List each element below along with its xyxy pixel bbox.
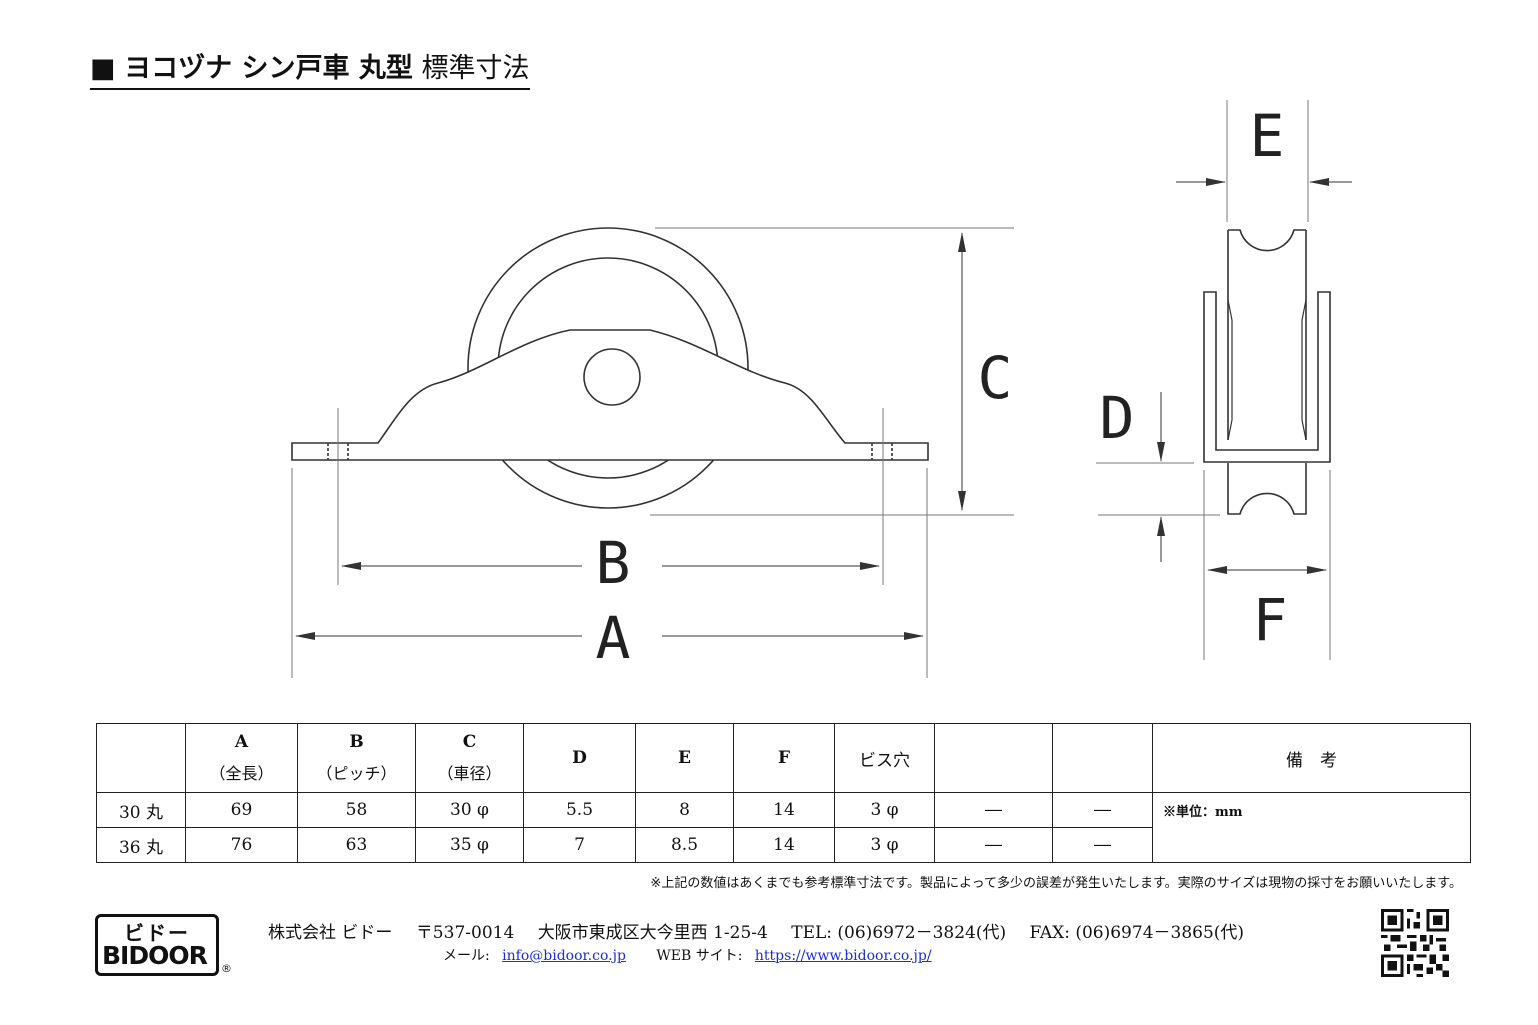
qr-code-icon (1381, 909, 1449, 977)
table-cell: 14 (733, 827, 835, 863)
title-suffix: 標準寸法 (421, 53, 530, 84)
tel: TEL: (06)6972－3824(代) (791, 923, 1007, 943)
table-header-row: A（全長） B（ピッチ） C（車径） D E F ビス穴 備 考 (96, 723, 1471, 793)
website-link[interactable]: https://www.bidoor.co.jp/ (754, 948, 932, 964)
title-marker: ■ (90, 53, 116, 84)
registered-mark: ® (221, 962, 232, 975)
page-title: ■ ヨコヅナ シン戸車 丸型 標準寸法 (90, 52, 530, 90)
front-view (291, 227, 929, 509)
remarks-cell: ※単位：mm (1152, 792, 1471, 863)
table-cell: 7 (523, 827, 636, 863)
table-row: 30 丸 69 58 30 φ 5.5 8 14 3 φ ― ― ※単位：mm (96, 792, 1471, 863)
table-cell: 69 (185, 792, 298, 828)
table-cell: 63 (297, 827, 416, 863)
header-cell: D (523, 723, 636, 793)
disclaimer-text: ※上記の数値はあくまでも参考標準寸法です。製品によって多少の誤差が発生いたします… (650, 876, 1462, 891)
table-cell: 76 (185, 827, 298, 863)
wheel-side-top (1227, 229, 1307, 440)
table-cell: ― (934, 792, 1053, 828)
table-cell: 3 φ (834, 792, 935, 828)
header-cell: ビス穴 (834, 723, 935, 793)
label-c: C (978, 344, 1013, 412)
front-dimensions (291, 227, 1014, 678)
wheel-outer (467, 227, 749, 509)
table-cell: 30 丸 (96, 792, 186, 828)
label-d: D (1100, 384, 1135, 452)
header-cell (934, 723, 1053, 793)
web-label: WEB サイト: (656, 948, 743, 964)
title-product: ヨコヅナ シン戸車 丸型 (124, 53, 413, 84)
label-b: B (596, 529, 631, 597)
table-cell: ― (1052, 827, 1153, 863)
label-f: F (1253, 586, 1288, 654)
header-cell: A（全長） (185, 723, 298, 793)
bracket-side (1203, 291, 1331, 463)
header-cell: E (635, 723, 734, 793)
technical-drawing: B A C D E F (291, 100, 1352, 678)
fax: FAX: (06)6974－3865(代) (1029, 923, 1245, 943)
side-dimensions (1096, 100, 1352, 660)
logo-name: BIDOOR (102, 941, 208, 970)
header-cell: C（車径） (415, 723, 524, 793)
bidoor-logo: ビドー BIDOOR (95, 914, 219, 976)
header-cell-remarks: 備 考 (1152, 723, 1471, 793)
logo-kana: ビドー (124, 921, 190, 945)
postal-code: 〒537-0014 (415, 923, 515, 943)
header-cell (1052, 723, 1153, 793)
label-e: E (1250, 102, 1285, 170)
table-cell: ― (934, 827, 1053, 863)
table-cell: 14 (733, 792, 835, 828)
table-cell: 5.5 (523, 792, 636, 828)
company-name: 株式会社 ビドー (268, 923, 393, 943)
table-cell: 8 (635, 792, 734, 828)
header-cell: F (733, 723, 835, 793)
email-link[interactable]: info@bidoor.co.jp (502, 948, 626, 964)
table-cell: ― (1052, 792, 1153, 828)
wheel-side-bottom (1227, 463, 1307, 515)
table-row: 36 丸 76 63 35 φ 7 8.5 14 3 φ ― ― (96, 827, 1471, 863)
table-cell: 8.5 (635, 827, 734, 863)
table-cell: 58 (297, 792, 416, 828)
address: 大阪市東成区大今里西 1-25-4 (537, 923, 768, 943)
table-cell: 30 φ (415, 792, 524, 828)
label-a: A (596, 604, 631, 672)
company-contact: 株式会社 ビドー 〒537-0014 大阪市東成区大今里西 1-25-4 TEL… (268, 918, 1262, 943)
table-cell: 3 φ (834, 827, 935, 863)
axle-hole (583, 348, 641, 406)
online-contact: メール: info@bidoor.co.jp WEB サイト: https://… (443, 945, 958, 965)
side-view (1203, 229, 1331, 515)
header-cell (96, 723, 186, 793)
table-cell: 35 φ (415, 827, 524, 863)
table-cell: 36 丸 (96, 827, 186, 863)
header-cell: B（ピッチ） (297, 723, 416, 793)
spec-table: A（全長） B（ピッチ） C（車径） D E F ビス穴 備 考 30 丸 69… (96, 723, 1471, 863)
mail-label: メール: (443, 948, 490, 964)
